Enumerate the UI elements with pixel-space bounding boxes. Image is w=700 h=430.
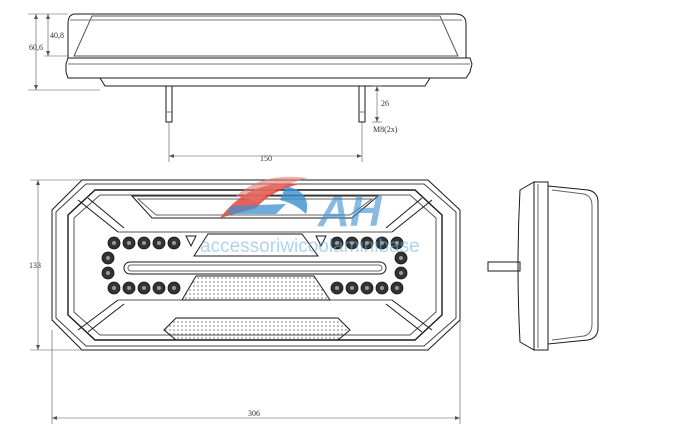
dim-stud-thread: M8(2x) (373, 125, 398, 134)
top-dimensions (28, 13, 382, 162)
front-outline (51, 179, 461, 351)
front-dimensions (30, 179, 461, 424)
dim-top-height-total: 60,6 (29, 43, 43, 52)
top-housing-inner (73, 15, 459, 57)
led-highlights (106, 241, 403, 290)
front-arrows (36, 180, 460, 420)
top-housing (67, 13, 467, 59)
dim-stud-length: 26 (381, 99, 389, 108)
mid-reflector (181, 275, 331, 301)
side-stud (487, 261, 521, 272)
top-view (65, 13, 473, 123)
dim-front-height: 133 (29, 261, 41, 270)
dim-top-height-inner: 40,8 (50, 31, 64, 40)
lens-outline (67, 189, 443, 341)
stud-left (165, 85, 173, 123)
light-bar (123, 261, 387, 275)
front-view (51, 179, 461, 351)
center-reflector (193, 233, 319, 257)
top-arrows (34, 14, 379, 158)
triangle-right (315, 235, 327, 248)
watermark-logo: AH (220, 176, 383, 236)
watermark-logo-letters: AH (317, 187, 383, 236)
top-flange (65, 57, 473, 79)
stud-right (358, 85, 366, 123)
triangle-left (185, 235, 197, 248)
watermark-text: accessoriwicoolaminibase (200, 236, 420, 257)
side-housing (547, 185, 599, 345)
side-lens (517, 181, 535, 351)
front-outline-inner (55, 183, 457, 347)
dim-stud-spacing: 150 (260, 154, 272, 163)
side-view (487, 181, 599, 351)
side-flange (533, 181, 549, 351)
bottom-reflector (163, 317, 351, 341)
dim-front-width: 306 (248, 409, 260, 418)
